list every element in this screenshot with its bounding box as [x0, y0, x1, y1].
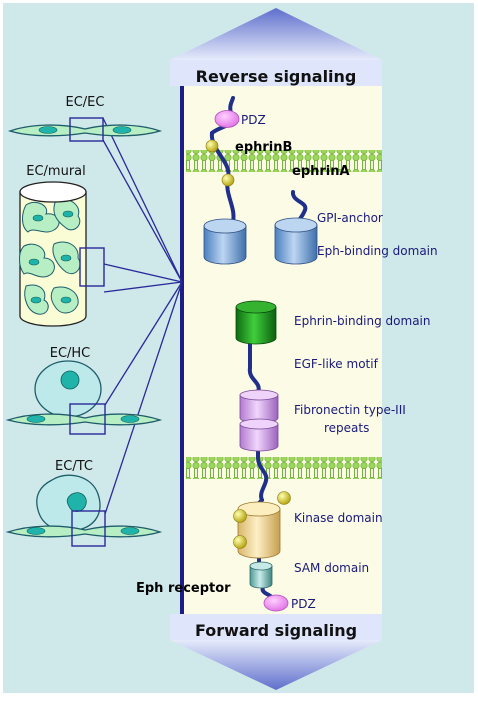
hc-nucleus: [60, 370, 80, 390]
eph-receptor-label: Eph receptor: [136, 581, 231, 596]
kinase-domain-top: [237, 501, 281, 517]
ec-mural-zoom-box: [79, 247, 105, 287]
sam-label: SAM domain: [294, 561, 369, 575]
ec-tc-zoom-box: [71, 510, 106, 547]
kinase-label: Kinase domain: [294, 511, 383, 525]
forward-arrowhead: [170, 640, 382, 690]
ec-ec-nucleus-2: [112, 126, 132, 134]
ephrin-binding-label: Ephrin-binding domain: [294, 314, 431, 328]
ephrin-binding-top: [235, 300, 277, 314]
ephrinb-pdz-label: PDZ: [241, 113, 266, 127]
ec-hc-label: EC/HC: [50, 346, 91, 361]
reverse-signaling-title: Reverse signaling: [196, 67, 357, 86]
tc-nucleus: [66, 492, 87, 512]
ec-tc-endothelium: [5, 525, 163, 538]
mural-nuclei: [28, 210, 74, 304]
lower-membrane: [186, 457, 382, 479]
connector-ec-ec: [102, 117, 183, 283]
fibronectin-label-line1: Fibronectin type-III: [294, 403, 406, 417]
ec-tc-nucleus-2: [120, 527, 140, 535]
ephrinb-phospho-2: [221, 173, 235, 187]
receptor-phospho-1: [277, 491, 291, 505]
connector-ec-mural-b: [103, 281, 183, 293]
sam-domain-top: [249, 561, 273, 571]
ec-hc-nucleus-2: [120, 415, 140, 423]
egf-linker: [247, 340, 261, 394]
ephrinb-phospho-1: [205, 139, 219, 153]
receptor-pdz-label: PDZ: [291, 597, 316, 611]
connector-ec-tc: [104, 281, 183, 515]
fibronectin-repeat-2-top: [239, 418, 279, 430]
ephrina-cylinder-top: [274, 217, 318, 233]
ec-tc-label: EC/TC: [55, 459, 93, 474]
ec-hc-zoom-box: [69, 403, 106, 435]
ec-hc-nucleus-1: [26, 415, 46, 423]
reverse-arrowhead: [170, 8, 382, 60]
kinase-domain-cylinder: [237, 508, 281, 559]
context-connectors: [102, 117, 183, 515]
transmembrane-linker: [256, 444, 269, 502]
reverse-arrow-shaft: [170, 60, 382, 86]
ephrin-binding-cylinder: [235, 306, 277, 345]
vessel-opening: [19, 181, 87, 203]
fibronectin-label-line2: repeats: [324, 421, 369, 435]
signaling-band: [183, 86, 382, 614]
ec-hc-endothelium: [5, 413, 163, 426]
connector-ec-ec-b: [102, 139, 183, 283]
receptor-pdz-domain: [263, 594, 289, 612]
ephrinb-eph-binding-cylinder: [203, 225, 247, 265]
sam-domain-cylinder: [249, 565, 273, 589]
fibronectin-repeat-2: [239, 423, 279, 452]
ec-ec-zoom-box: [69, 117, 104, 142]
ec-tc-nucleus-1: [26, 527, 46, 535]
forward-signaling-title: Forward signaling: [195, 621, 357, 640]
gpi-anchor-label: GPI-anchor: [317, 211, 383, 225]
forward-arrow-shaft: [170, 614, 382, 640]
ephrinb-pdz-domain: [214, 110, 240, 128]
ephrina-label: ephrinA: [292, 164, 350, 179]
ec-ec-label: EC/EC: [66, 95, 105, 110]
ec-ec-nucleus-1: [38, 126, 58, 134]
ec-mural-label: EC/mural: [26, 164, 86, 179]
egf-like-label: EGF-like motif: [294, 357, 379, 371]
ephrinb-cylinder-top: [203, 218, 247, 234]
upper-membrane: [186, 150, 382, 172]
connector-ec-hc: [104, 281, 183, 406]
receptor-phospho-2: [233, 509, 247, 523]
connector-ec-mural: [103, 263, 183, 283]
receptor-phospho-3: [233, 535, 247, 549]
ephrinb-label: ephrinB: [235, 140, 292, 155]
fibronectin-repeat-1-top: [239, 389, 279, 401]
eph-binding-domain-label: Eph-binding domain: [317, 244, 438, 258]
band-border: [180, 86, 184, 614]
ephrina-eph-binding-cylinder: [274, 224, 318, 265]
